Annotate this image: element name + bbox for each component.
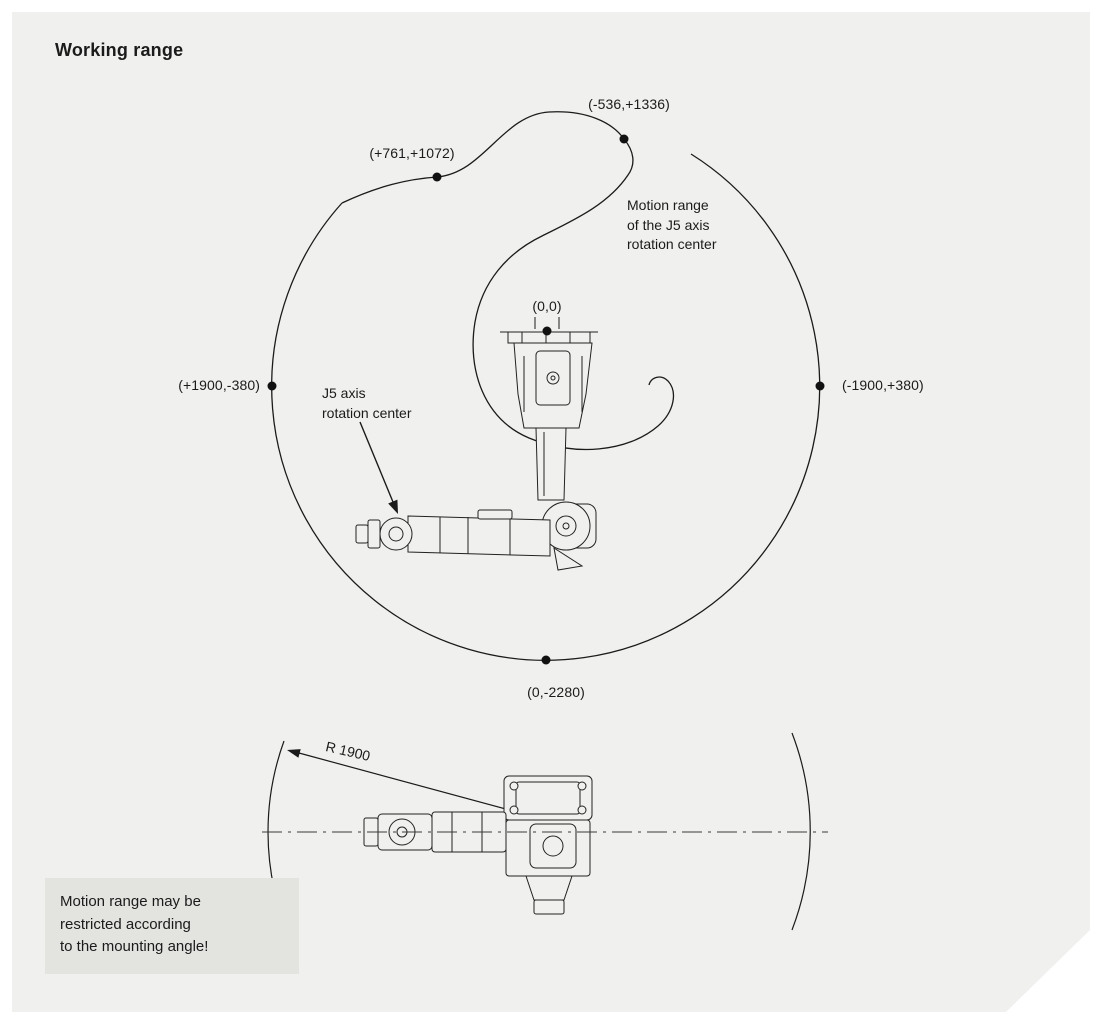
- mounting-note-line: to the mounting angle!: [60, 938, 209, 955]
- elbow-foot: [553, 546, 584, 571]
- mounting-note: Motion range may be restricted according…: [45, 878, 299, 974]
- right-range-arc: [791, 732, 811, 931]
- mounting-note-line: restricted according: [60, 915, 191, 933]
- forearm-top-block: [477, 509, 513, 520]
- motion-range-annotation: Motion range of the J5 axis rotation cen…: [627, 196, 717, 255]
- robot-neck: [535, 427, 567, 501]
- motion-range-line: Motion range: [627, 197, 709, 213]
- wrist-flange-cap: [355, 524, 369, 544]
- origin-ticks: [534, 317, 560, 329]
- coordinate-label-origin: (0,0): [532, 298, 562, 314]
- radius-arrowhead-icon: [287, 749, 301, 758]
- robot-side-view: [355, 331, 598, 571]
- sheet: Working range: [12, 12, 1090, 1012]
- j5-pointer-arrow: [359, 421, 398, 514]
- robot-top-view: [363, 775, 593, 915]
- page-title: Working range: [55, 40, 184, 60]
- radius-leader: [287, 749, 525, 815]
- wrist-flange: [367, 519, 381, 549]
- point-dot-top-right: [619, 134, 629, 144]
- coordinate-label-right: (-1900,+380): [842, 377, 924, 393]
- plate-bolt: [509, 781, 519, 791]
- j5-axis-line: J5 axis: [322, 385, 366, 401]
- motion-range-line: rotation center: [627, 236, 717, 252]
- point-dot-left: [267, 381, 277, 391]
- coordinate-label-left: (+1900,-380): [178, 377, 260, 393]
- radius-leader-line: [298, 752, 525, 815]
- coordinate-label-top-right: (-536,+1336): [588, 96, 670, 112]
- j5-pointer-line: [359, 421, 394, 503]
- point-dot-origin: [542, 326, 552, 336]
- j5-axis-line: rotation center: [322, 404, 412, 421]
- point-dot-top-left: [432, 172, 442, 182]
- forearm-lines: [439, 517, 511, 555]
- outer-envelope-arc: [271, 153, 821, 661]
- top-body-joint: [542, 835, 564, 857]
- robot-body-joint-center: [550, 375, 556, 381]
- robot-body-side-lines: [523, 356, 583, 412]
- mounting-note-line: Motion range may be: [60, 893, 201, 910]
- j5-inner-boundary-spiral: [341, 111, 675, 451]
- plate-bolt: [577, 781, 587, 791]
- motion-range-line: of the J5 axis: [627, 216, 710, 233]
- point-dot-bottom: [541, 655, 551, 665]
- point-dot-right: [815, 381, 825, 391]
- forearm: [407, 515, 551, 557]
- top-plate-inner: [515, 781, 581, 815]
- top-tail-block: [533, 899, 565, 915]
- elbow-joint-center: [562, 522, 570, 530]
- coordinate-label-top-left: (+761,+1072): [369, 145, 455, 161]
- wrist-inner-circle: [388, 526, 404, 542]
- j5-arrowhead-icon: [388, 499, 398, 514]
- top-tail: [525, 875, 573, 901]
- plate-bolt: [577, 805, 587, 815]
- coordinate-label-bottom: (0,-2280): [527, 684, 585, 700]
- working-range-diagram: [262, 111, 828, 931]
- plate-bolt: [509, 805, 519, 815]
- j5-axis-annotation: J5 axis rotation center: [322, 384, 412, 423]
